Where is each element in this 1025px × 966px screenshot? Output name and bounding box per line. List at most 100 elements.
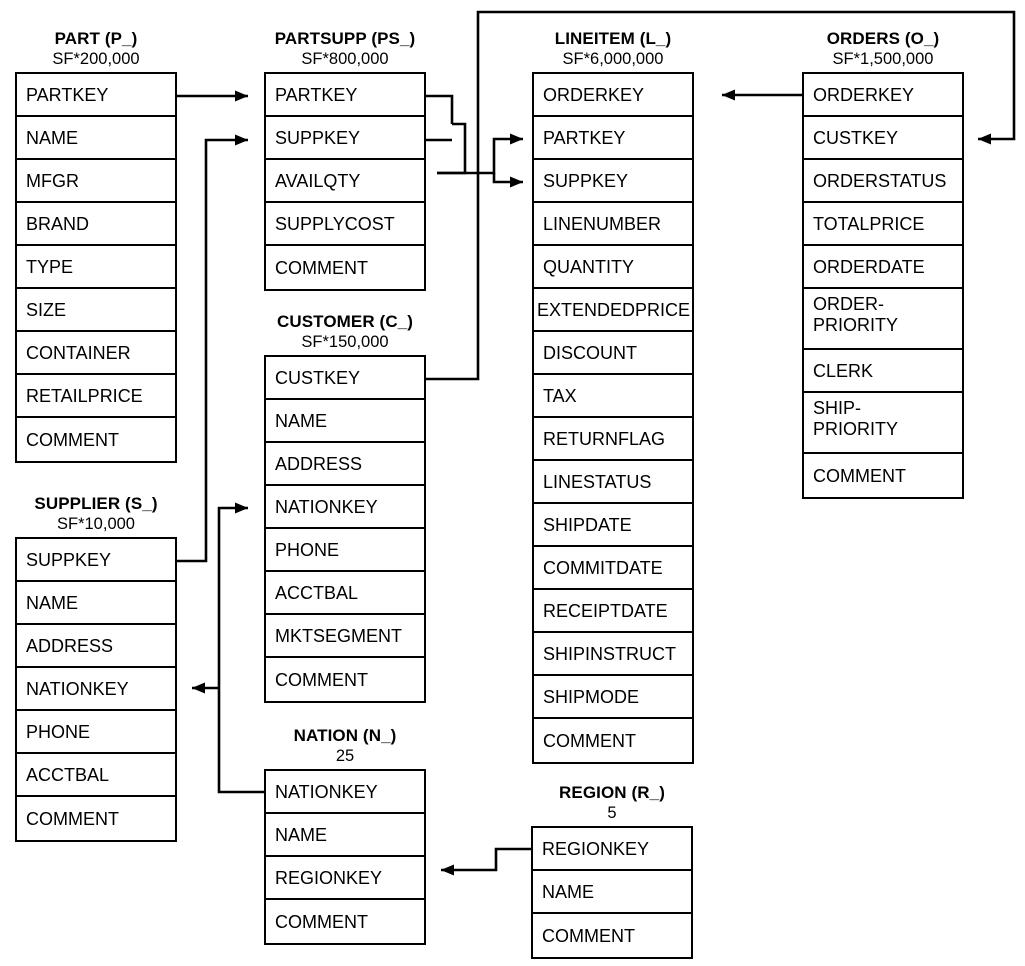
field-row: ADDRESS: [266, 443, 424, 486]
entity-customer: CUSTOMER (C_) SF*150,000 CUSTKEY NAME AD…: [264, 311, 426, 703]
wire-region-to-nation: [440, 847, 531, 876]
entity-supplier-box: SUPPKEY NAME ADDRESS NATIONKEY PHONE ACC…: [15, 537, 177, 842]
wire-partsupp-merge: [437, 122, 467, 175]
field-row: LINENUMBER: [534, 203, 692, 246]
entity-orders-title: ORDERS (O_): [826, 29, 940, 48]
field-row: CONTAINER: [17, 332, 175, 375]
wire-partsupp-partkey-stub: [426, 94, 454, 124]
field-row: NATIONKEY: [266, 771, 424, 814]
field-row: PHONE: [266, 529, 424, 572]
field-row: SUPPKEY: [534, 160, 692, 203]
field-row: QUANTITY: [534, 246, 692, 289]
field-row: ORDERKEY: [804, 74, 962, 117]
field-row: NAME: [266, 400, 424, 443]
field-row: AVAILQTY: [266, 160, 424, 203]
field-row: EXTENDEDPRICE: [534, 289, 692, 332]
entity-customer-box: CUSTKEY NAME ADDRESS NATIONKEY PHONE ACC…: [264, 355, 426, 703]
field-row: PARTKEY: [266, 74, 424, 117]
field-row: SUPPKEY: [17, 539, 175, 582]
field-row: SIZE: [17, 289, 175, 332]
entity-supplier-cardinality: SF*10,000: [57, 515, 135, 533]
entity-supplier: SUPPLIER (S_) SF*10,000 SUPPKEY NAME ADD…: [15, 493, 177, 842]
entity-region-cardinality: 5: [607, 804, 617, 822]
field-row: NATIONKEY: [266, 486, 424, 529]
field-row-ship-priority: SHIP- PRIORITY: [804, 393, 962, 454]
entity-lineitem-box: ORDERKEY PARTKEY SUPPKEY LINENUMBER QUAN…: [532, 72, 694, 764]
entity-partsupp-title: PARTSUPP (PS_): [274, 29, 416, 48]
entity-region-box: REGIONKEY NAME COMMENT: [531, 826, 693, 959]
entity-partsupp-cardinality: SF*800,000: [301, 50, 389, 68]
field-row: ACCTBAL: [17, 754, 175, 797]
field-row: TAX: [534, 375, 692, 418]
field-row: TYPE: [17, 246, 175, 289]
entity-customer-title: CUSTOMER (C_): [276, 312, 414, 331]
field-row: COMMENT: [275, 669, 368, 690]
wire-nation-to-customer: [217, 502, 264, 794]
wire-supplier-to-partsupp: [177, 134, 249, 563]
field-row: LINESTATUS: [534, 461, 692, 504]
field-row: PHONE: [17, 711, 175, 754]
entity-supplier-title: SUPPLIER (S_): [34, 494, 158, 513]
field-row: BRAND: [17, 203, 175, 246]
entity-region: REGION (R_) 5 REGIONKEY NAME COMMENT: [531, 782, 693, 959]
field-line-2: PRIORITY: [813, 419, 899, 439]
field-row: SHIPMODE: [534, 676, 692, 719]
field-row: SHIPINSTRUCT: [534, 633, 692, 676]
field-row: COMMENT: [26, 429, 119, 450]
field-row: TOTALPRICE: [804, 203, 962, 246]
entity-part-cardinality: SF*200,000: [52, 50, 140, 68]
field-row: CUSTKEY: [266, 357, 424, 400]
field-row: COMMITDATE: [534, 547, 692, 590]
field-row: RECEIPTDATE: [534, 590, 692, 633]
wire-partsupp-trunk: [437, 133, 524, 175]
entity-partsupp-box: PARTKEY SUPPKEY AVAILQTY SUPPLYCOST COMM…: [264, 72, 426, 291]
entity-lineitem-title: LINEITEM (L_): [554, 29, 672, 48]
field-line-1: ORDER-: [813, 294, 884, 314]
field-row: COMMENT: [813, 465, 906, 486]
field-row: RETURNFLAG: [534, 418, 692, 461]
field-row: NAME: [17, 117, 175, 160]
field-row: CUSTKEY: [804, 117, 962, 160]
entity-part: PART (P_) SF*200,000 PARTKEY NAME MFGR B…: [15, 28, 177, 463]
field-row: ORDERSTATUS: [804, 160, 962, 203]
field-row: COMMENT: [542, 925, 635, 946]
field-line-1: SHIP-: [813, 398, 862, 418]
entity-region-title: REGION (R_): [559, 783, 665, 802]
field-row: COMMENT: [275, 257, 368, 278]
field-row: SUPPKEY: [266, 117, 424, 160]
entity-orders-box: ORDERKEY CUSTKEY ORDERSTATUS TOTALPRICE …: [802, 72, 964, 499]
field-row: COMMENT: [543, 730, 636, 751]
entity-part-title: PART (P_): [54, 29, 138, 48]
field-row: ADDRESS: [17, 625, 175, 668]
entity-nation-cardinality: 25: [335, 747, 355, 765]
entity-lineitem-cardinality: SF*6,000,000: [562, 50, 664, 68]
field-row: ACCTBAL: [266, 572, 424, 615]
field-row-order-priority: ORDER- PRIORITY: [804, 289, 962, 350]
entity-part-box: PARTKEY NAME MFGR BRAND TYPE SIZE CONTAI…: [15, 72, 177, 463]
field-row: CLERK: [804, 350, 962, 393]
field-row: NAME: [533, 871, 691, 914]
entity-nation: NATION (N_) 25 NATIONKEY NAME REGIONKEY …: [264, 725, 426, 945]
entity-lineitem: LINEITEM (L_) SF*6,000,000 ORDERKEY PART…: [532, 28, 694, 764]
field-row: NAME: [17, 582, 175, 625]
entity-nation-box: NATIONKEY NAME REGIONKEY COMMENT: [264, 769, 426, 945]
entity-partsupp: PARTSUPP (PS_) SF*800,000 PARTKEY SUPPKE…: [264, 28, 426, 291]
field-line-2: PRIORITY: [813, 315, 899, 335]
field-row: MFGR: [17, 160, 175, 203]
field-row: ORDERKEY: [534, 74, 692, 117]
entity-customer-cardinality: SF*150,000: [301, 333, 389, 351]
field-row: SHIPDATE: [534, 504, 692, 547]
entity-nation-title: NATION (N_): [293, 726, 397, 745]
field-row: NATIONKEY: [17, 668, 175, 711]
field-row: SUPPLYCOST: [266, 203, 424, 246]
field-row: PARTKEY: [17, 74, 175, 117]
field-row: COMMENT: [26, 808, 119, 829]
entity-orders-cardinality: SF*1,500,000: [832, 50, 934, 68]
field-row: COMMENT: [275, 911, 368, 932]
field-row: RETAILPRICE: [17, 375, 175, 418]
field-row: DISCOUNT: [534, 332, 692, 375]
field-row: NAME: [266, 814, 424, 857]
field-row: PARTKEY: [534, 117, 692, 160]
field-row: REGIONKEY: [533, 828, 691, 871]
